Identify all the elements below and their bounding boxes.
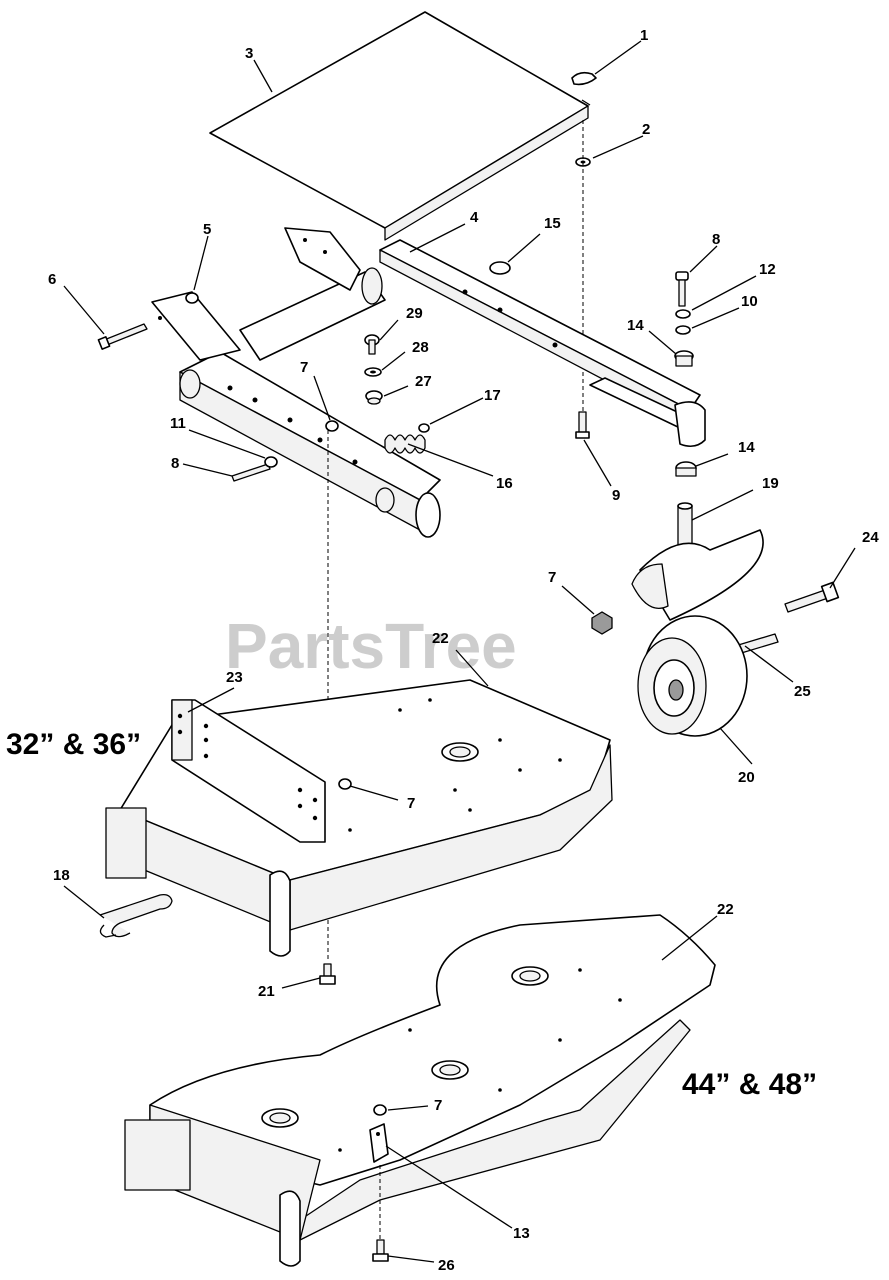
washer-28[interactable] — [364, 367, 382, 377]
size-label-large-deck: 44” & 48” — [682, 1068, 817, 1101]
callout-5: 5 — [203, 221, 211, 238]
callout-7-deck-large: 7 — [434, 1097, 442, 1114]
bolt-26[interactable] — [372, 1239, 389, 1262]
mower-deck-large[interactable] — [124, 914, 716, 1267]
callout-23: 23 — [226, 669, 243, 686]
nut-17[interactable] — [418, 423, 430, 433]
deck-bracket[interactable] — [171, 699, 326, 843]
callout-8-frame: 8 — [171, 455, 179, 472]
callout-29: 29 — [406, 305, 423, 322]
callout-9: 9 — [612, 487, 620, 504]
callout-1: 1 — [640, 27, 648, 44]
callout-4: 4 — [470, 209, 479, 226]
bushing-27[interactable] — [365, 390, 383, 405]
cover-plate[interactable] — [209, 11, 591, 241]
callout-7-wheel: 7 — [548, 569, 556, 586]
callout-2: 2 — [642, 121, 650, 138]
bolt-21[interactable] — [319, 963, 336, 985]
spring-16[interactable] — [384, 434, 426, 454]
watermark-text: PartsTree — [225, 610, 517, 682]
callout-17: 17 — [484, 387, 501, 404]
callout-12: 12 — [759, 261, 776, 278]
bolt-9[interactable] — [575, 411, 590, 439]
washer-10[interactable] — [675, 325, 691, 335]
nut-7-wheel[interactable] — [591, 611, 613, 635]
callout-20: 20 — [738, 769, 755, 786]
callout-6: 6 — [48, 271, 56, 288]
anti-scalp-bracket[interactable] — [369, 1123, 389, 1163]
washer-12[interactable] — [675, 309, 691, 319]
callout-27: 27 — [415, 373, 432, 390]
size-label-small-deck: 32” & 36” — [6, 728, 141, 761]
callout-22-small: 22 — [432, 630, 449, 647]
leader-lines — [63, 40, 856, 1263]
hitch-frame[interactable] — [151, 227, 706, 538]
bolt-29[interactable] — [364, 334, 380, 355]
callout-3: 3 — [245, 45, 253, 62]
callout-7-deck-small: 7 — [407, 795, 415, 812]
callout-26: 26 — [438, 1257, 455, 1274]
bolt-8-caster[interactable] — [675, 271, 689, 307]
callout-11: 11 — [170, 415, 186, 432]
callout-labels: 1 2 3 4 5 6 7 7 7 7 8 8 9 10 11 12 13 14… — [48, 27, 879, 1274]
clip-pin[interactable] — [571, 71, 597, 86]
callout-18: 18 — [53, 867, 70, 884]
nut-7-deck-small[interactable] — [338, 778, 352, 790]
bushing-14-top[interactable] — [674, 350, 694, 367]
callout-10: 10 — [741, 293, 758, 310]
callout-24: 24 — [862, 529, 879, 546]
callout-15: 15 — [544, 215, 561, 232]
caster-yoke[interactable] — [631, 502, 764, 621]
pin-15[interactable] — [489, 261, 511, 275]
callout-14-top: 14 — [627, 317, 644, 334]
nut-7-frame[interactable] — [325, 420, 339, 432]
u-pin[interactable] — [99, 893, 173, 938]
nut-5[interactable] — [185, 292, 199, 304]
callout-16: 16 — [496, 475, 513, 492]
callout-14-bottom: 14 — [738, 439, 755, 456]
callout-25: 25 — [794, 683, 811, 700]
callout-19: 19 — [762, 475, 779, 492]
nut-7-deck-large[interactable] — [373, 1104, 387, 1116]
callout-22-large: 22 — [717, 901, 734, 918]
callout-13: 13 — [513, 1225, 530, 1242]
axle-bolt-24[interactable] — [784, 581, 840, 613]
bolt-6[interactable] — [97, 323, 148, 350]
callout-8-caster: 8 — [712, 231, 720, 248]
bushing-14-bottom[interactable] — [675, 461, 697, 477]
callout-28: 28 — [412, 339, 429, 356]
callout-21: 21 — [258, 983, 275, 1000]
callout-7-frame: 7 — [300, 359, 308, 376]
bolt-8-left[interactable] — [231, 456, 278, 482]
caster-wheel[interactable] — [637, 615, 748, 737]
